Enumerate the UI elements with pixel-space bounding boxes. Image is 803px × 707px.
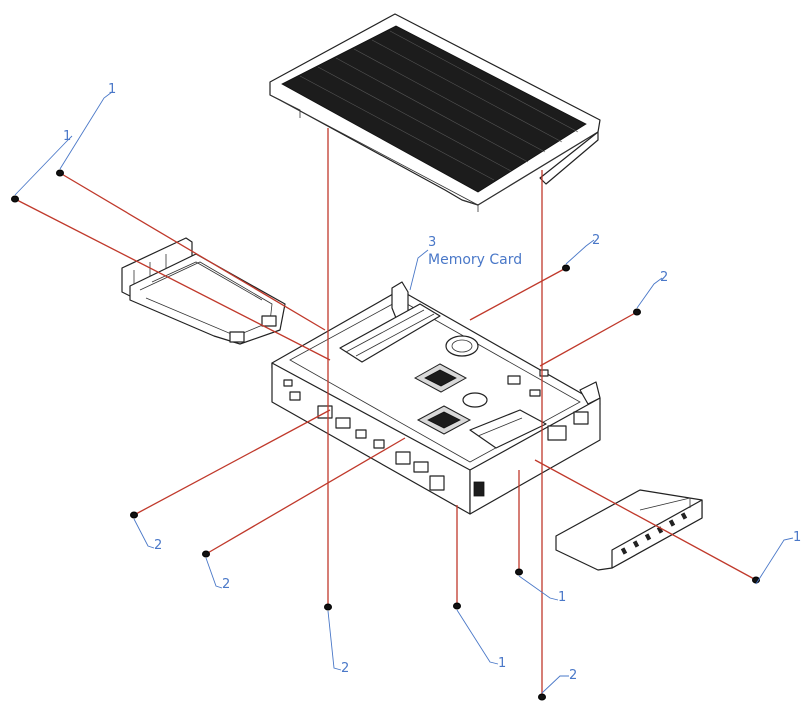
callout-c7: 2	[222, 577, 230, 592]
callout-c2: 1	[108, 82, 116, 97]
screw	[11, 195, 19, 203]
callout-leader	[565, 239, 595, 265]
callout-c1: 1	[63, 129, 71, 144]
assembly-line	[14, 198, 331, 361]
callout-c12: 2	[569, 668, 577, 683]
callout-c8: 2	[341, 661, 349, 676]
callout-c9: 1	[498, 656, 506, 671]
screw	[202, 550, 210, 558]
callout-leader	[755, 537, 794, 585]
assembly-line	[59, 172, 326, 331]
callout-c11: 1	[793, 530, 801, 545]
callout-leader	[327, 610, 342, 671]
side-bracket	[555, 489, 703, 571]
screw	[515, 568, 523, 576]
callout-leader	[518, 575, 559, 601]
main-chassis	[271, 281, 601, 515]
callout-leader	[409, 249, 429, 291]
callout-leaders	[14, 91, 794, 694]
heatsink-cover	[269, 13, 601, 212]
memory-card-label: Memory Card	[428, 252, 522, 268]
assembly-line	[534, 459, 757, 581]
assembly-lines	[14, 128, 757, 697]
callout-leader	[205, 557, 223, 589]
front-io-ports	[283, 379, 485, 497]
assembly-line	[205, 437, 406, 555]
screw	[56, 169, 64, 177]
screw	[453, 602, 461, 610]
callout-leader	[456, 609, 499, 665]
callout-c10: 1	[558, 590, 566, 605]
callout-c5: 2	[660, 270, 668, 285]
callout-leader	[636, 277, 663, 309]
callout-c4: 2	[592, 233, 600, 248]
callout-c3: 3	[428, 235, 436, 250]
screw	[538, 693, 546, 701]
assembly-line	[539, 311, 638, 367]
callout-c6: 2	[154, 538, 162, 553]
callout-leader	[133, 518, 155, 549]
screw	[324, 603, 332, 611]
screw	[562, 264, 570, 272]
screw	[633, 308, 641, 316]
callout-leader	[59, 91, 113, 170]
assembly-line	[469, 267, 567, 321]
callout-labels: 1 1 3 Memory Card 2 2 2 2 2 1 1 1 2	[63, 82, 801, 683]
assembly-line	[133, 409, 331, 516]
screw	[130, 511, 138, 519]
screws	[11, 169, 760, 701]
storage-bracket	[121, 237, 286, 345]
callout-leader	[14, 135, 73, 196]
callout-leader	[541, 675, 569, 694]
